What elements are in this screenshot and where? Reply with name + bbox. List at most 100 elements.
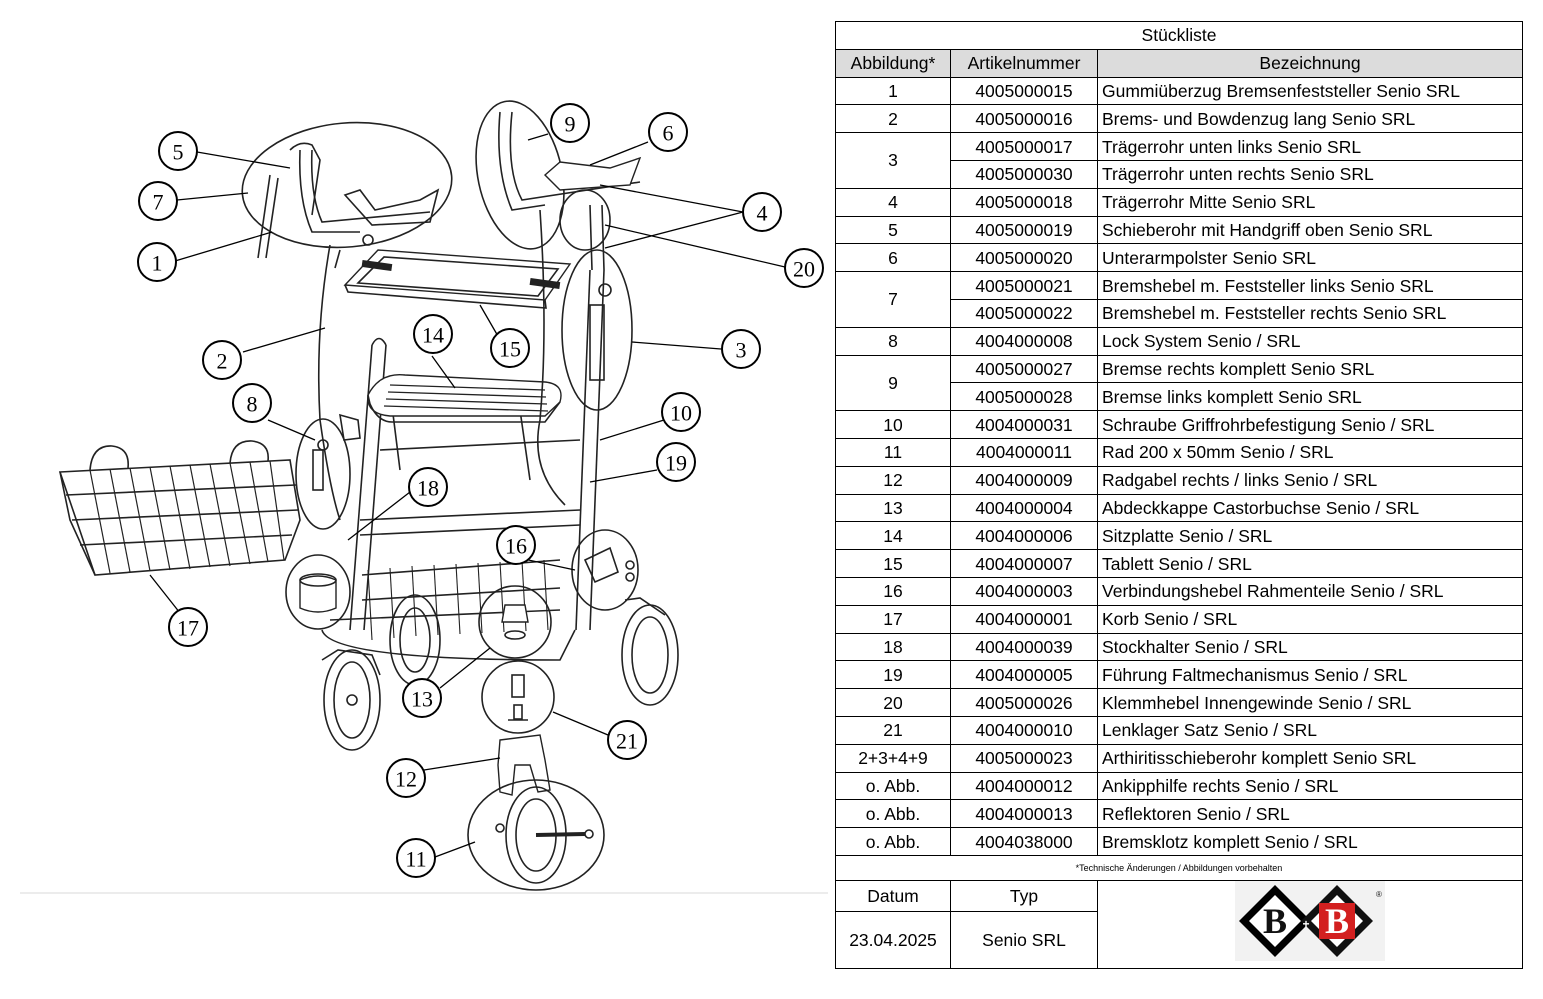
description-cell: Brems- und Bowdenzug lang Senio SRL [1097, 104, 1523, 134]
svg-text:21: 21 [616, 729, 638, 754]
article-number-cell: 4005000027 [950, 354, 1098, 384]
callout-12: 12 [386, 758, 426, 798]
svg-text:12: 12 [395, 767, 417, 792]
description-cell: Tablett Senio / SRL [1097, 549, 1523, 578]
callout-14: 14 [413, 314, 453, 354]
figure-cell: 18 [835, 632, 951, 662]
svg-text:13: 13 [411, 687, 433, 712]
figure-cell: o. Abb. [835, 771, 951, 801]
svg-text:17: 17 [177, 616, 199, 641]
logo-registered-mark: ® [1376, 890, 1382, 899]
article-number-cell: 4005000020 [950, 243, 1098, 273]
article-number-cell: 4004000006 [950, 521, 1098, 551]
column-header-figure: Abbildung* [835, 48, 951, 78]
steering-bearing-detail [481, 660, 555, 734]
description-cell: Schraube Griffrohrbefestigung Senio / SR… [1097, 410, 1523, 439]
exploded-parts-drawing: 1 2 3 4 5 6 7 8 9 10 11 12 13 14 15 16 1… [20, 100, 828, 894]
description-cell: Klemmhebel Innengewinde Senio / SRL [1097, 688, 1523, 717]
callout-11: 11 [396, 838, 436, 878]
callout-7: 7 [138, 181, 178, 221]
description-cell: Trägerrohr unten rechts Senio SRL [1097, 159, 1523, 189]
parts-list-title: Stückliste [835, 21, 1523, 50]
parts-list-table: Stückliste Abbildung* Artikelnummer Beze… [835, 21, 1523, 969]
logo-left-diamond: B [1239, 884, 1311, 957]
article-number-cell: 4005000022 [950, 298, 1098, 328]
figure-cell: 1 [835, 76, 951, 106]
article-number-cell: 4004000013 [950, 799, 1098, 829]
figure-cell: 4 [835, 187, 951, 217]
callout-8: 8 [232, 383, 272, 423]
description-cell: Bremse rechts komplett Senio SRL [1097, 354, 1523, 384]
description-cell: Schieberohr mit Handgriff oben Senio SRL [1097, 215, 1523, 245]
svg-text:20: 20 [793, 257, 815, 282]
svg-text:14: 14 [422, 323, 444, 348]
figure-cell: 2+3+4+9 [835, 743, 951, 773]
svg-text:18: 18 [417, 476, 439, 501]
column-header-article-number: Artikelnummer [950, 48, 1098, 78]
figure-cell: 8 [835, 326, 951, 356]
logo-plus: + [1302, 917, 1309, 931]
description-cell: Stockhalter Senio / SRL [1097, 632, 1523, 662]
svg-text:7: 7 [153, 190, 164, 215]
article-number-cell: 4004000011 [950, 437, 1098, 467]
figure-cell: 3 [835, 132, 951, 189]
right-wheel [621, 597, 679, 706]
article-number-cell: 4004000005 [950, 660, 1098, 690]
callout-19: 19 [656, 442, 696, 482]
article-number-cell: 4004000039 [950, 632, 1098, 662]
article-number-cell: 4005000021 [950, 271, 1098, 300]
figure-cell: 21 [835, 715, 951, 745]
brake-cable-right [537, 209, 566, 506]
svg-text:6: 6 [663, 121, 674, 146]
logo-cell: B B + ® [1097, 879, 1523, 969]
description-cell: Reflektoren Senio / SRL [1097, 799, 1523, 829]
description-cell: Trägerrohr Mitte Senio SRL [1097, 187, 1523, 217]
figure-cell: 11 [835, 437, 951, 467]
callout-21: 21 [607, 720, 647, 760]
article-number-cell: 4004000001 [950, 604, 1098, 634]
figure-cell: 13 [835, 493, 951, 523]
description-cell: Trägerrohr unten links Senio SRL [1097, 132, 1523, 161]
description-cell: Bremsklotz komplett Senio / SRL [1097, 827, 1523, 856]
article-number-cell: 4005000028 [950, 382, 1098, 412]
article-number-cell: 4005000023 [950, 743, 1098, 773]
date-value: 23.04.2025 [835, 910, 951, 969]
svg-text:10: 10 [670, 401, 692, 426]
logo-right-diamond: B [1301, 884, 1373, 957]
article-number-cell: 4004000012 [950, 771, 1098, 801]
left-rear-wheel [389, 594, 441, 686]
right-handle-assembly [475, 100, 642, 411]
callout-15: 15 [490, 328, 530, 368]
description-cell: Abdeckkappe Castorbuchse Senio / SRL [1097, 493, 1523, 523]
callout-13: 13 [402, 678, 442, 718]
type-value: Senio SRL [950, 910, 1098, 969]
castor-cap-detail [478, 585, 552, 659]
stick-holder-part [285, 554, 351, 630]
description-cell: Sitzplatte Senio / SRL [1097, 521, 1523, 551]
callout-2: 2 [202, 340, 242, 380]
figure-cell: 16 [835, 576, 951, 606]
svg-text:9: 9 [565, 112, 576, 137]
figure-cell: 9 [835, 354, 951, 412]
lock-system-detail [295, 413, 361, 530]
svg-text:1: 1 [152, 251, 163, 276]
svg-text:15: 15 [499, 337, 521, 362]
logo-letter-right: B [1325, 901, 1349, 941]
callout-6: 6 [648, 112, 688, 152]
description-cell: Unterarmpolster Senio SRL [1097, 243, 1523, 273]
figure-cell: 20 [835, 688, 951, 717]
figure-cell: 7 [835, 271, 951, 328]
article-number-cell: 4005000015 [950, 76, 1098, 106]
article-number-cell: 4004038000 [950, 827, 1098, 856]
